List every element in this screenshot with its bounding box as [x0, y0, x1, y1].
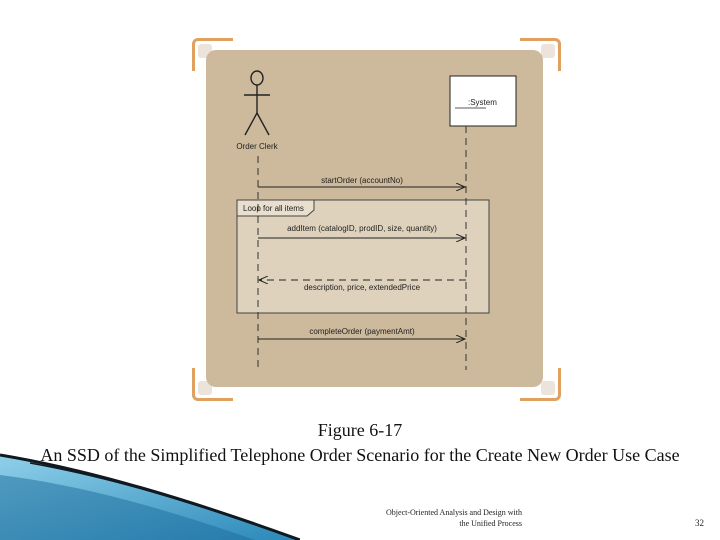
frame-corner-top-right: [520, 38, 561, 71]
footer-text: Object-Oriented Analysis and Design with…: [330, 507, 522, 529]
message-label-add-item: addItem (catalogID, prodID, size, quanti…: [287, 224, 437, 233]
decorative-swoosh: [0, 453, 300, 540]
message-label-return: description, price, extendedPrice: [304, 283, 421, 292]
actor-icon: [244, 70, 270, 136]
message-label-start-order: startOrder (accountNo): [321, 176, 403, 185]
figure-number: Figure 6-17: [317, 420, 403, 440]
footer-line-2: the Unified Process: [459, 519, 522, 528]
page-number: 32: [695, 518, 704, 528]
actor-label: Order Clerk: [236, 142, 278, 151]
loop-label-tab: [236, 199, 315, 217]
sequence-diagram: Order Clerk :System Loop for all items s…: [236, 70, 517, 370]
loop-label: Loop for all items: [243, 204, 304, 213]
figure-caption: An SSD of the Simplified Telephone Order…: [40, 445, 680, 465]
system-box: [449, 75, 517, 127]
frame-corner-bottom-right: [520, 368, 561, 401]
footer-line-1: Object-Oriented Analysis and Design with: [386, 508, 522, 517]
diagram-panel: Order Clerk :System Loop for all items s…: [206, 50, 543, 387]
system-label: :System: [468, 98, 497, 107]
loop-fragment: [236, 199, 490, 314]
message-label-complete-order: completeOrder (paymentAmt): [309, 327, 415, 336]
